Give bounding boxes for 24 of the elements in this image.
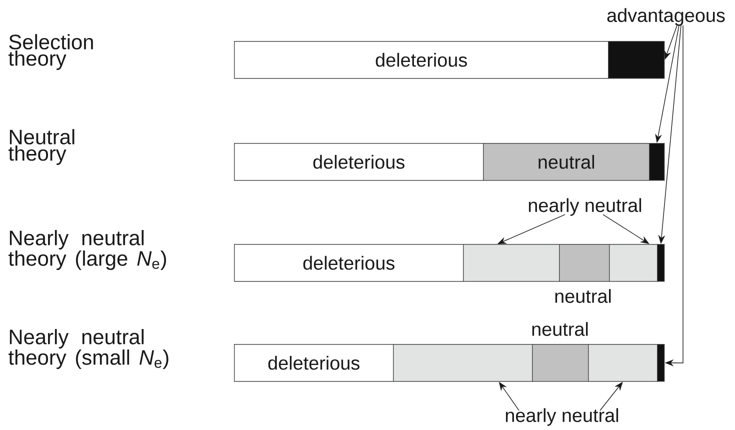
bar-segment: neutral [483,143,650,181]
bar-segment [532,344,589,382]
bar-segment: deleterious [234,41,609,79]
bar-segment [463,244,560,282]
segment-label: neutral [555,289,611,303]
bar-segment: deleterious [234,344,394,382]
annotation-text: advantageous [607,8,725,26]
row-title: Nearly neutral theory (small N$_{e}$) [8,329,168,369]
bar-segment [608,41,665,79]
annotation-text: nearly neutral [528,198,642,216]
row-title: Nearly neutral theory (large N$_{e}$) [8,230,166,270]
segment-label: neutral [532,322,588,336]
bar-segment [559,244,610,282]
bar-segment [393,344,533,382]
bar-segment [657,244,665,282]
bar-segment [588,344,658,382]
bar-segment [609,244,658,282]
bar-segment: deleterious [234,244,464,282]
row-title: Neutral theory [8,129,74,165]
row-title: Selection theory [8,34,93,70]
bar-segment [657,344,665,382]
bar-segment: deleterious [234,143,484,181]
bar-segment [649,143,665,181]
annotation-text: nearly neutral [506,408,618,426]
